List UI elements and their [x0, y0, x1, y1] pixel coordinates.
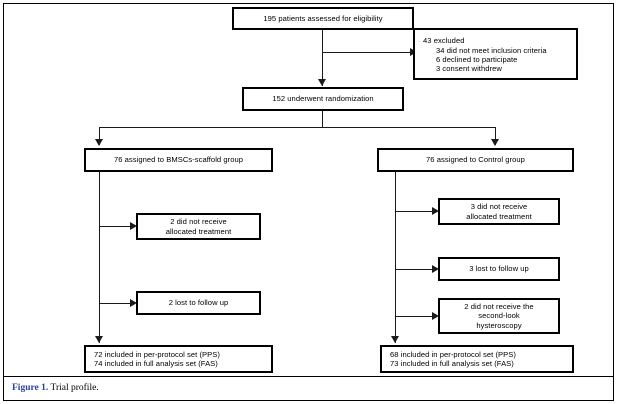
- arrowhead-to-randomized: [318, 79, 326, 86]
- node-left-not-received-treatment: 2 did not receive allocated treatment: [136, 213, 261, 240]
- connector-drop-left-arm: [99, 127, 100, 145]
- node-underwent-randomization: 152 underwent randomization: [242, 87, 404, 111]
- node-right-no-second-look-hysteroscopy: 2 did not receive the second-look hyster…: [438, 298, 560, 334]
- connector-right-branch-2: [395, 269, 437, 270]
- node-line: 68 included in per-protocol set (PPS): [390, 349, 516, 359]
- arrowhead-left-branch-1: [130, 222, 137, 230]
- node-line: 73 included in full analysis set (FAS): [390, 359, 514, 368]
- connector-split-left: [99, 127, 323, 128]
- arrowhead-to-left-analysis: [95, 336, 103, 343]
- node-right-lost-to-follow-up: 3 lost to follow up: [438, 257, 560, 281]
- node-line: 43 excluded: [423, 36, 465, 46]
- connector-randomized-trunk: [322, 110, 323, 128]
- node-line: 3 consent withdrew: [436, 64, 502, 74]
- node-line: 76 assigned to BMSCs-scaffold group: [113, 155, 244, 165]
- connector-right-spine: [395, 171, 396, 343]
- node-line: 152 underwent randomization: [272, 94, 374, 104]
- node-line: allocated treatment: [466, 211, 532, 221]
- node-left-analysis-sets: 72 included in per-protocol set (PPS) 74…: [84, 345, 273, 373]
- node-line: 76 assigned to Control group: [426, 155, 525, 165]
- connector-right-branch-3: [395, 316, 437, 317]
- node-line: 6 declined to participate: [436, 55, 518, 64]
- node-right-analysis-sets: 68 included in per-protocol set (PPS) 73…: [380, 345, 574, 373]
- node-assessed-for-eligibility: 195 patients assessed for eligibility: [232, 7, 414, 30]
- connector-assessed-to-randomized: [322, 29, 323, 86]
- connector-assessed-to-excluded: [322, 52, 414, 53]
- connector-split-right: [322, 127, 495, 128]
- arrowhead-right-branch-1: [432, 207, 439, 215]
- node-excluded: 43 excluded 34 did not meet inclusion cr…: [413, 28, 578, 80]
- connector-left-branch-2: [99, 303, 135, 304]
- connector-left-branch-1: [99, 226, 135, 227]
- node-line: 195 patients assessed for eligibility: [263, 13, 383, 23]
- connector-left-spine: [99, 171, 100, 343]
- connector-drop-right-arm: [495, 127, 496, 145]
- node-arm-control: 76 assigned to Control group: [377, 148, 574, 172]
- connector-right-branch-1: [395, 211, 437, 212]
- node-line: 3 lost to follow up: [469, 264, 529, 274]
- figure-caption: Figure 1. Trial profile.: [12, 383, 99, 393]
- node-line: 34 did not meet inclusion criteria: [436, 45, 547, 55]
- node-left-lost-to-follow-up: 2 lost to follow up: [136, 291, 261, 315]
- node-line: 2 lost to follow up: [168, 298, 229, 308]
- figure-number: Figure 1.: [12, 383, 49, 393]
- arrowhead-left-branch-2: [130, 299, 137, 307]
- arrowhead-to-left-arm: [95, 139, 103, 146]
- arrowhead-to-excluded: [410, 48, 417, 56]
- arrowhead-right-branch-3: [432, 312, 439, 320]
- arrowhead-right-branch-2: [432, 265, 439, 273]
- node-line: 2 did not receive the: [464, 301, 534, 311]
- node-line: 3 did not receive: [470, 202, 528, 212]
- node-line: 2 did not receive: [170, 217, 227, 227]
- node-arm-bmscs-scaffold: 76 assigned to BMSCs-scaffold group: [84, 148, 273, 172]
- node-line: 72 included in per-protocol set (PPS): [94, 349, 220, 359]
- trial-profile-flowchart: 195 patients assessed for eligibility 43…: [84, 7, 578, 373]
- node-line: second-look: [478, 311, 520, 321]
- arrowhead-to-right-analysis: [391, 336, 399, 343]
- node-right-not-received-treatment: 3 did not receive allocated treatment: [438, 198, 560, 225]
- node-line: hysteroscopy: [476, 320, 522, 330]
- node-line: allocated treatment: [165, 226, 232, 236]
- caption-separator: [4, 376, 613, 377]
- node-line: 74 included in full analysis set (FAS): [94, 359, 218, 368]
- arrowhead-to-right-arm: [491, 139, 499, 146]
- figure-caption-text: Trial profile.: [50, 383, 99, 393]
